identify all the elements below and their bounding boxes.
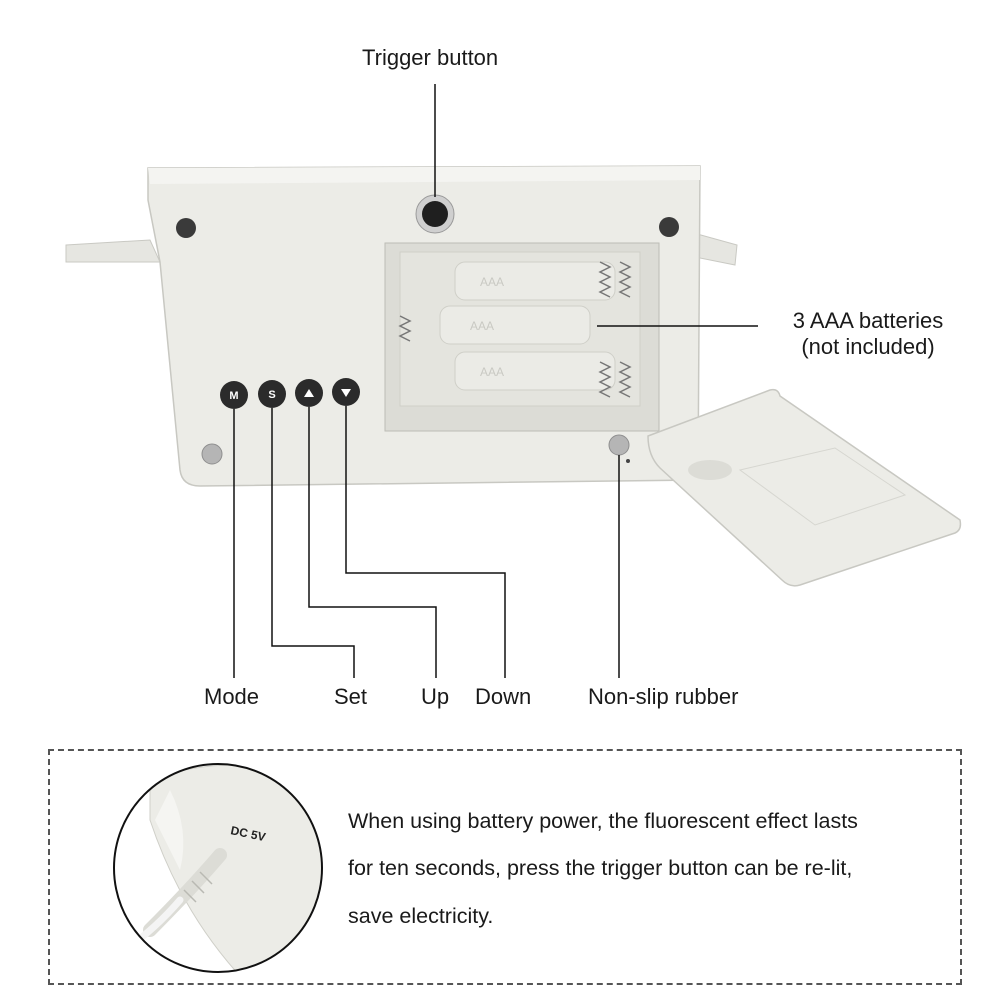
triangle-up-icon [304, 389, 314, 397]
triangle-down-icon [341, 389, 351, 397]
up-label: Up [421, 684, 450, 709]
battery-cover [647, 388, 962, 587]
screw-hole-top-right [659, 217, 679, 237]
set-button-letter: S [268, 389, 275, 401]
batteries-label: 3 AAA batteries (not included) [772, 308, 964, 360]
info-line-2: for ten seconds, press the trigger butto… [348, 856, 853, 880]
set-leader [271, 408, 355, 678]
info-box [48, 749, 962, 985]
non-slip-rubber-label: Non-slip rubber [588, 684, 739, 709]
device-corner-highlight [155, 790, 184, 870]
screw-hole-top-left [176, 218, 196, 238]
housing-top-edge [148, 166, 700, 184]
device-corner [149, 764, 322, 972]
inset-circle-border [113, 763, 323, 973]
up-button[interactable] [295, 379, 323, 407]
battery-marking-3: AAA [480, 365, 504, 379]
batteries-label-line1: 3 AAA batteries [792, 308, 944, 333]
down-label: Down [475, 684, 532, 709]
mode-button-letter: M [229, 390, 238, 402]
battery-marking-2: AAA [470, 319, 494, 333]
rubber-foot-right [608, 434, 630, 456]
battery-cover-thumb-grip [688, 460, 732, 480]
device-illustration: AAA AAA AAA M S [65, 84, 962, 678]
batteries-label-line2: (not included) [801, 334, 935, 359]
plug-ridges [183, 871, 213, 903]
trigger-button-label: Trigger button [362, 45, 499, 70]
reset-pinhole [626, 459, 630, 463]
battery-cover-ridge [738, 447, 907, 526]
set-button[interactable]: S [258, 380, 286, 408]
leader-lines [233, 84, 758, 678]
left-stand-wing [65, 239, 161, 263]
battery-marking-1: AAA [480, 275, 504, 289]
mode-label: Mode [204, 684, 260, 709]
rubber-foot-left [201, 443, 223, 465]
mode-button[interactable]: M [220, 381, 248, 409]
down-leader [345, 406, 506, 678]
battery-slots: AAA AAA AAA [439, 261, 616, 391]
info-line-3: save electricity. [348, 904, 494, 928]
trigger-button-core [422, 201, 448, 227]
up-leader [308, 407, 437, 678]
dc-port-inset: DC 5V [113, 763, 323, 973]
down-button[interactable] [332, 378, 360, 406]
info-line-1: When using battery power, the fluorescen… [348, 809, 858, 833]
set-label: Set [334, 684, 368, 709]
battery-springs [398, 261, 632, 398]
